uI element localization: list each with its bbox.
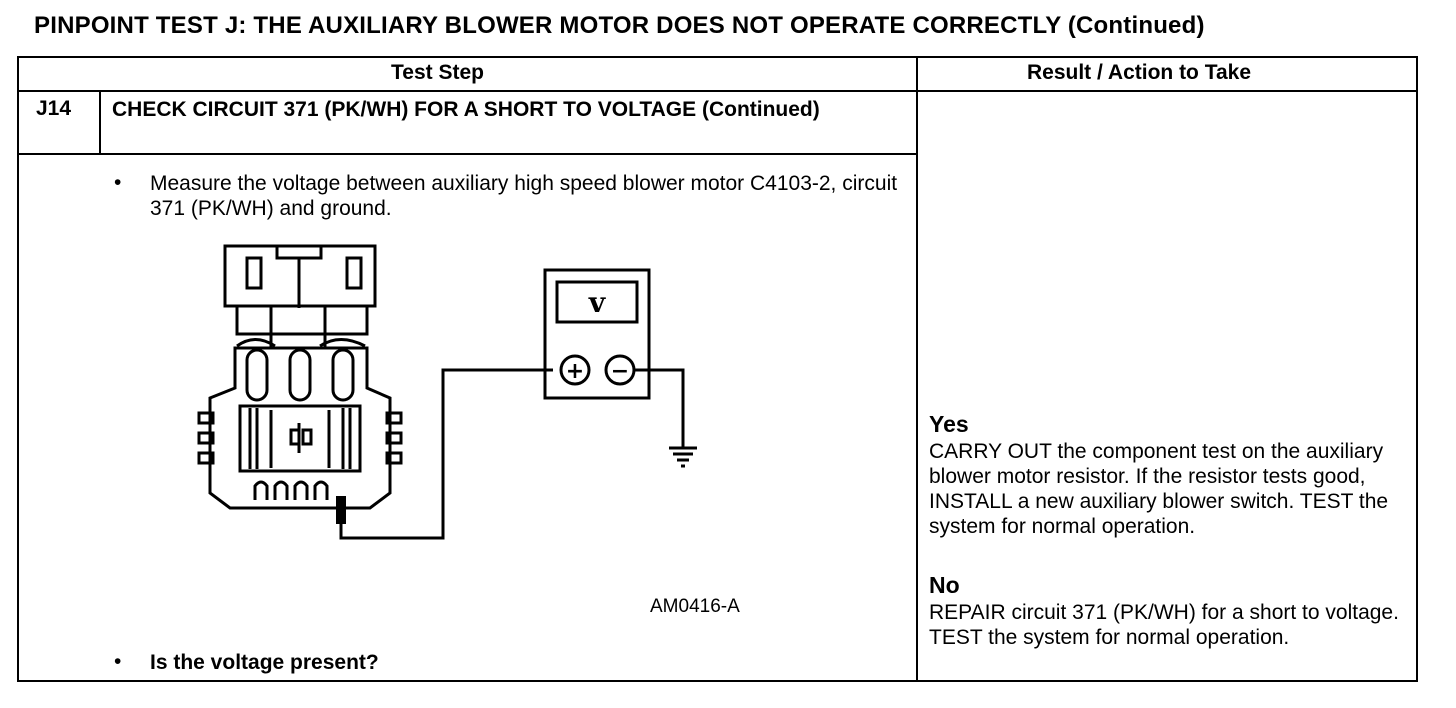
result-yes-text: CARRY OUT the component test on the auxi…: [929, 440, 1389, 538]
voltmeter-connector-diagram: v + −: [197, 244, 697, 540]
step-title: CHECK CIRCUIT 371 (PK/WH) FOR A SHORT TO…: [112, 98, 820, 121]
plus-terminal: +: [566, 359, 584, 384]
page-title: PINPOINT TEST J: THE AUXILIARY BLOWER MO…: [34, 12, 1205, 39]
result-no-heading: No: [929, 572, 960, 598]
figure-id: AM0416-A: [650, 596, 740, 617]
step-number: J14: [36, 97, 72, 120]
step-question: Is the voltage present?: [150, 651, 379, 674]
test-table: [17, 56, 1418, 682]
minus-terminal: −: [611, 359, 629, 384]
header-test-step: Test Step: [391, 61, 484, 84]
step-number-divider: [99, 90, 101, 155]
header-result: Result / Action to Take: [1027, 61, 1252, 84]
bullet-marker: •: [114, 171, 122, 194]
step-instruction: Measure the voltage between auxiliary hi…: [150, 172, 898, 220]
header-divider: [17, 90, 1418, 92]
meter-display-symbol: v: [588, 286, 606, 319]
result-yes-heading: Yes: [929, 411, 969, 437]
result-no-text: REPAIR circuit 371 (PK/WH) for a short t…: [929, 601, 1399, 649]
column-divider: [916, 56, 918, 682]
bullet-marker: •: [114, 650, 122, 673]
step-title-divider: [17, 153, 918, 155]
